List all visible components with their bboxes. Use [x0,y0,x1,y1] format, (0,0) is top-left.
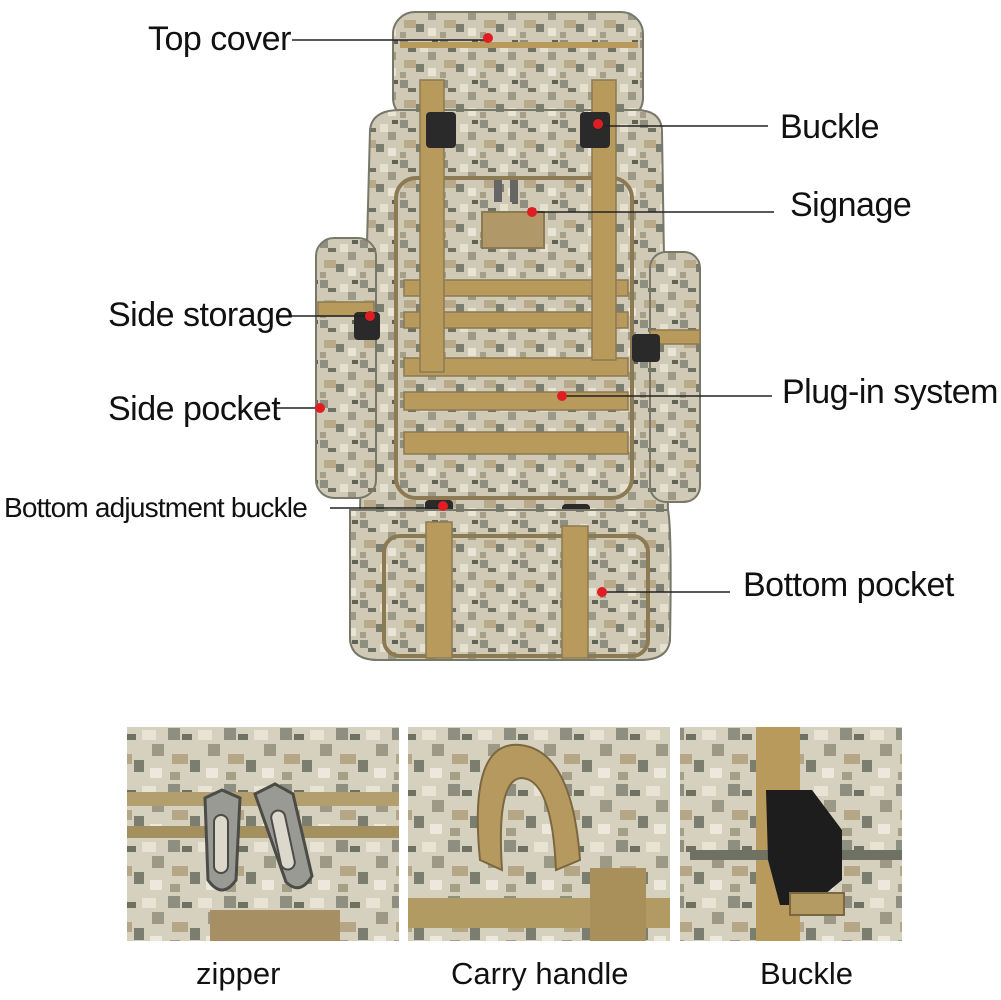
label-buckle: Buckle [780,108,880,146]
zipper-detail-photo [127,727,399,941]
label-bottom-pocket: Bottom pocket [743,566,954,604]
label-top-cover: Top cover [148,20,291,58]
callout-lines [276,39,774,593]
label-side-storage: Side storage [108,296,293,334]
caption-carry-handle: Carry handle [451,956,629,991]
label-signage: Signage [790,186,912,224]
caption-buckle: Buckle [760,956,854,991]
carry-handle-detail-photo [408,727,670,941]
buckle-detail-photo [680,727,902,941]
label-bottom-adjustment-buckle: Bottom adjustment buckle [4,492,308,523]
label-plug-in-system: Plug-in system [782,373,998,411]
label-side-pocket: Side pocket [108,390,281,428]
caption-zipper: zipper [196,956,281,991]
backpack-body [315,11,701,661]
callout-markers [315,33,607,597]
